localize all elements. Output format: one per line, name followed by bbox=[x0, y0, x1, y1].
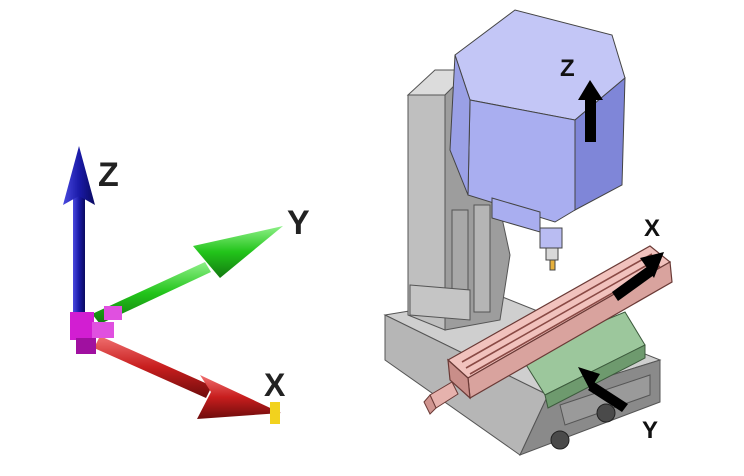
machine-z-label: Z bbox=[560, 55, 575, 82]
coordinate-triad: Z Y X bbox=[63, 146, 310, 424]
spindle bbox=[539, 227, 563, 249]
z-motion-arrow bbox=[578, 80, 603, 142]
triad-x-label: X bbox=[264, 367, 286, 403]
triad-z-label: Z bbox=[98, 156, 119, 194]
tool-holder bbox=[545, 247, 559, 261]
z-axis-arrow bbox=[63, 146, 95, 318]
x-axis-end-marker bbox=[270, 402, 280, 424]
y-motion-arrow bbox=[578, 367, 628, 412]
origin-block bbox=[70, 306, 122, 354]
machine-x-label: X bbox=[644, 215, 660, 242]
triad-y-label: Y bbox=[287, 204, 310, 242]
cutting-tool bbox=[549, 259, 556, 271]
t-slot-1 bbox=[461, 253, 653, 363]
t-slot-2 bbox=[465, 259, 657, 369]
x-motion-arrow bbox=[612, 252, 664, 301]
milling-machine: Z X Y bbox=[383, 9, 673, 456]
machine-y-label: Y bbox=[642, 417, 658, 444]
x-axis-arrow bbox=[94, 336, 281, 424]
